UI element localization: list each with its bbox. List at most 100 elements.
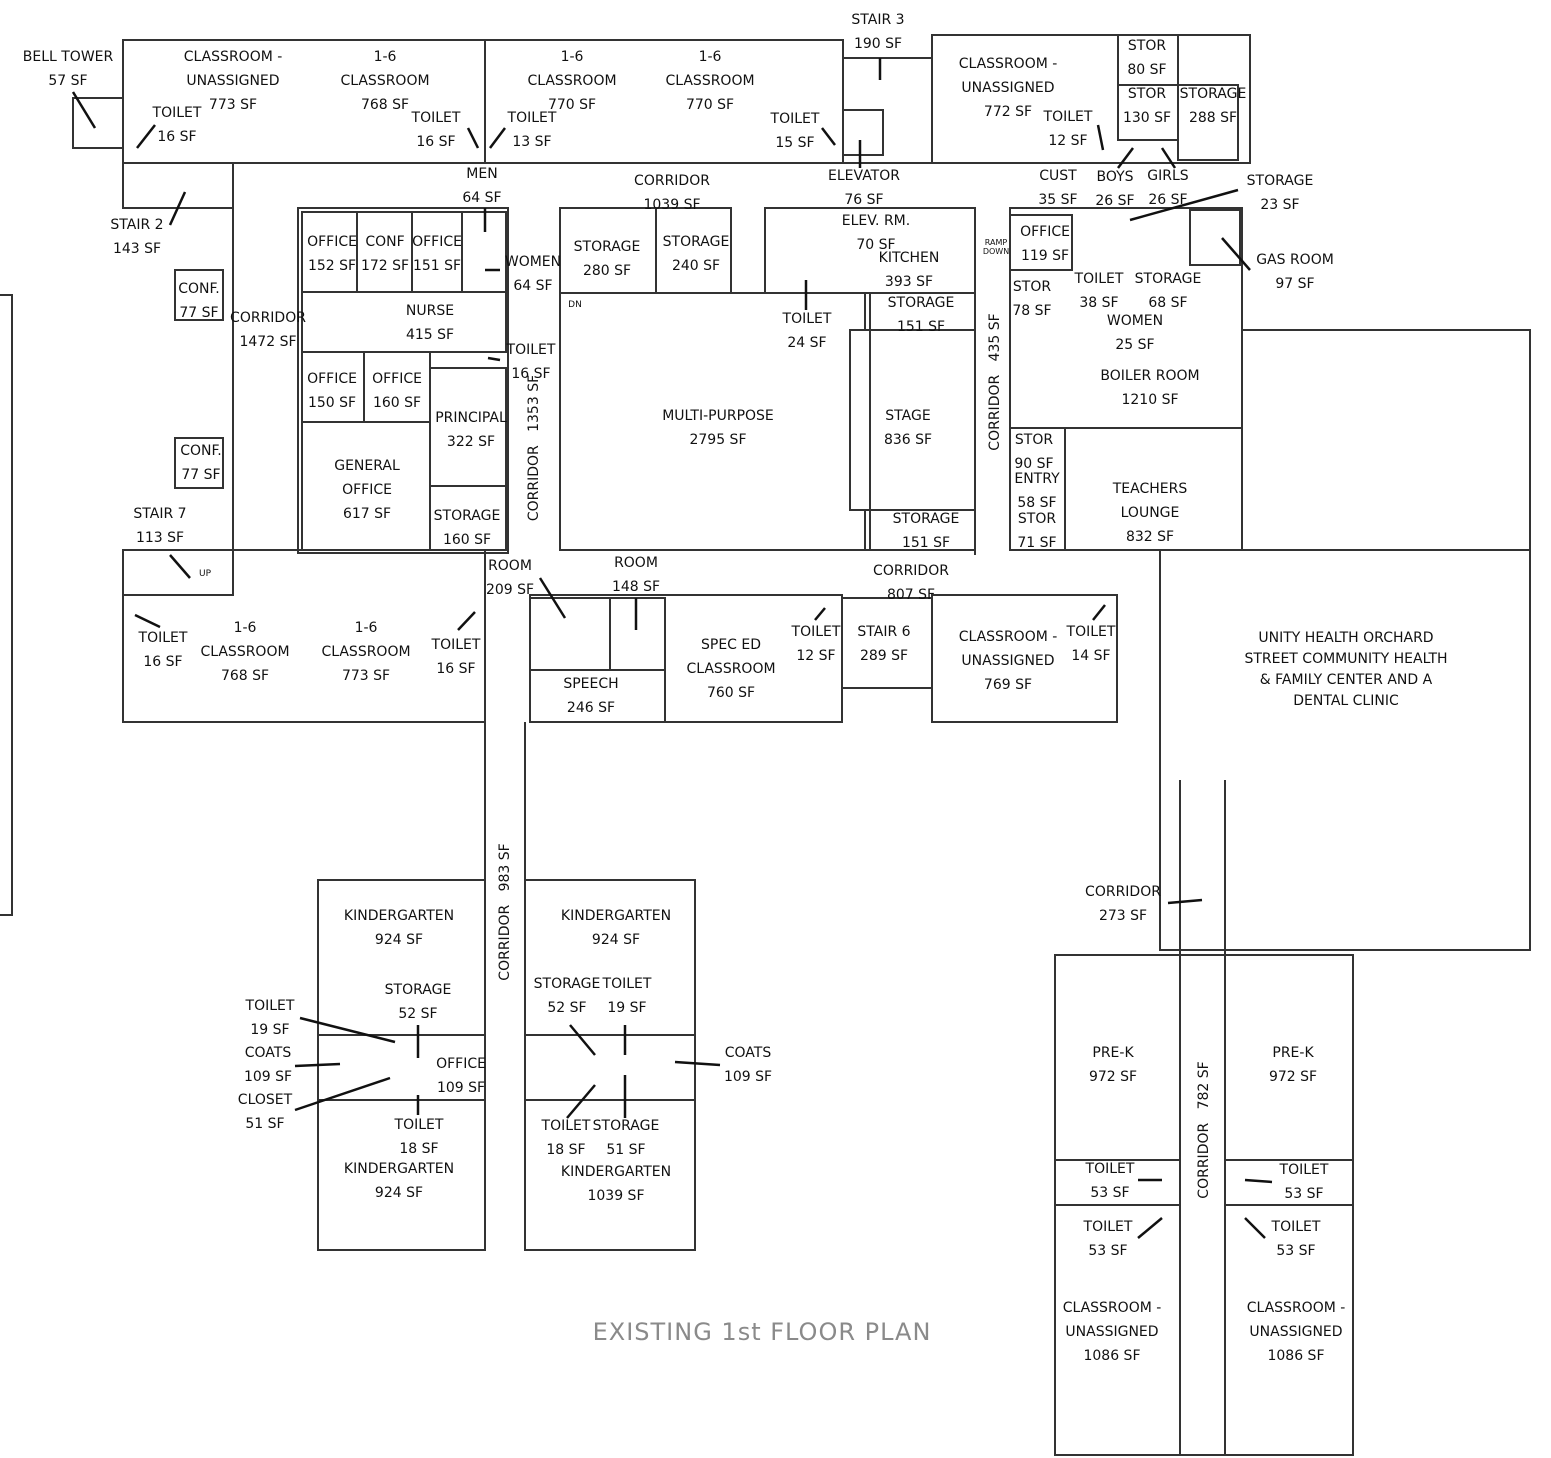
label-office-109: OFFICE 109 SF: [436, 1056, 486, 1096]
leader-toilet-53-d: [1245, 1218, 1265, 1238]
label-conf-172: CONF 172 SF: [360, 234, 410, 274]
room-209-wall: [530, 598, 610, 670]
label-toilet-18-a: TOILET 18 SF: [394, 1117, 444, 1157]
conf-77-a-wall: [175, 270, 223, 320]
label-office-152: OFFICE 152 SF: [307, 234, 357, 274]
label-corridor-807: CORRIDOR 807 SF: [873, 563, 949, 603]
label-entry-58: ENTRY 58 SF: [1014, 471, 1060, 511]
leader-coats-a: [295, 1064, 340, 1066]
elevator-wall: [843, 110, 883, 155]
label-corridor-435: CORRIDOR 435 SF: [987, 313, 1003, 451]
leader-toilet-53-b: [1245, 1180, 1272, 1182]
label-speech: SPEECH 246 SF: [563, 676, 619, 716]
label-corridor-1353: CORRIDOR 1353 SF: [526, 374, 542, 522]
room-148-wall: [610, 598, 665, 670]
leader-toilet-18-b: [567, 1085, 595, 1118]
leader-closet: [295, 1078, 390, 1110]
label-coats-109-a: COATS 109 SF: [243, 1045, 293, 1085]
label-unity-health: UNITY HEALTH ORCHARD STREET COMMUNITY HE…: [1244, 630, 1448, 709]
label-toilet-12-mid: TOILET 12 SF: [791, 624, 841, 664]
label-room-148: ROOM 148 SF: [611, 555, 661, 595]
left-frame-edge: [0, 295, 12, 915]
label-storage-288: STORAGE 288 SF: [1179, 86, 1247, 126]
label-storage-151-b: STORAGE 151 SF: [892, 511, 960, 551]
label-women-64: WOMEN 64 SF: [504, 254, 562, 294]
label-classroom-unassigned-1086-a: CLASSROOM - UNASSIGNED 1086 SF: [1062, 1300, 1162, 1364]
label-stor-90: STOR 90 SF: [1014, 432, 1054, 472]
leader-gas-room: [1222, 238, 1250, 270]
plan-title: EXISTING 1st FLOOR PLAN: [592, 1318, 932, 1346]
stair-down-mark: DN: [568, 300, 582, 310]
label-toilet-53-b: TOILET 53 SF: [1279, 1162, 1329, 1202]
label-classroom-768-bottom: 1-6 CLASSROOM 768 SF: [200, 620, 290, 684]
ramp-down-mark: RAMP DOWN: [982, 238, 1010, 256]
label-corridor-782: CORRIDOR 782 SF: [1196, 1061, 1212, 1199]
label-storage-151-a: STORAGE 151 SF: [887, 295, 955, 335]
label-storage-240: STORAGE 240 SF: [662, 234, 730, 274]
label-classroom-770-b: 1-6 CLASSROOM 770 SF: [665, 49, 755, 113]
stor-entry-column-wall: [1010, 428, 1065, 550]
south-west-classrooms-wall: [123, 550, 485, 722]
label-closet-51: CLOSET 51 SF: [237, 1092, 293, 1132]
bell-tower-wall: [73, 98, 123, 148]
label-toilet-24: TOILET 24 SF: [782, 311, 832, 351]
label-stor-71: STOR 71 SF: [1017, 511, 1057, 551]
leader-toilet-53-c: [1138, 1218, 1162, 1238]
leader-toilet-12-mid: [815, 608, 825, 620]
leader-toilet-16-right: [458, 612, 475, 630]
leader-toilet-12-top: [1098, 125, 1103, 150]
label-stair-7: STAIR 7 113 SF: [133, 506, 187, 546]
label-boiler-room: BOILER ROOM 1210 SF: [1100, 368, 1200, 408]
leader-coats-b: [675, 1062, 720, 1065]
label-storage-23: STORAGE 23 SF: [1246, 173, 1314, 213]
label-teachers-lounge: TEACHERS LOUNGE 832 SF: [1112, 481, 1188, 545]
label-storage-51: STORAGE 51 SF: [592, 1118, 660, 1158]
label-conf-77-a: CONF. 77 SF: [178, 281, 220, 321]
label-room-209: ROOM 209 SF: [485, 558, 535, 598]
label-classroom-770-a: 1-6 CLASSROOM 770 SF: [527, 49, 617, 113]
label-office-160: OFFICE 160 SF: [372, 371, 422, 411]
leader-toilet-b: [468, 128, 478, 148]
stair-up-mark: UP: [198, 569, 212, 579]
health-center-main-wall: [1160, 550, 1530, 950]
label-stor-130: STOR 130 SF: [1122, 86, 1172, 126]
label-gas-room: GAS ROOM 97 SF: [1256, 252, 1334, 292]
stair-7-wall: [123, 550, 233, 595]
label-office-150: OFFICE 150 SF: [307, 371, 357, 411]
label-stair-3: STAIR 3 190 SF: [851, 12, 905, 52]
label-toilet-18-b: TOILET 18 SF: [541, 1118, 591, 1158]
label-elev-rm: ELEV. RM. 70 SF: [841, 213, 911, 253]
conf-77-b-wall: [175, 438, 223, 488]
label-toilet-53-a: TOILET 53 SF: [1085, 1161, 1135, 1201]
label-bell-tower: BELL TOWER 57 SF: [22, 49, 114, 89]
label-women-25: WOMEN 25 SF: [1106, 313, 1164, 353]
label-kitchen: KITCHEN 393 SF: [878, 250, 940, 290]
storage-288-wall: [1178, 85, 1238, 160]
leader-toilet-16-nurse: [488, 358, 500, 360]
label-storage-52-a: STORAGE 52 SF: [384, 982, 452, 1022]
label-stair-2: STAIR 2 143 SF: [110, 217, 164, 257]
label-toilet-12-top: TOILET 12 SF: [1043, 109, 1093, 149]
label-boys: BOYS 26 SF: [1095, 169, 1135, 209]
label-speced: SPEC ED CLASSROOM 760 SF: [686, 637, 776, 701]
label-girls: GIRLS 26 SF: [1147, 168, 1189, 208]
label-corridor-983: CORRIDOR 983 SF: [497, 843, 513, 981]
label-toilet-15: TOILET 15 SF: [770, 111, 820, 151]
office-119-wall: [1010, 215, 1072, 270]
label-classroom-768-top: 1-6 CLASSROOM 768 SF: [340, 49, 430, 113]
leader-girls: [1162, 148, 1175, 168]
leader-toilet-15: [822, 128, 835, 145]
admin-block-wall: [298, 208, 508, 553]
label-toilet-a: TOILET 16 SF: [152, 105, 202, 145]
label-general-office: GENERAL OFFICE 617 SF: [334, 458, 400, 522]
label-multi-purpose: MULTI-PURPOSE 2795 SF: [662, 408, 774, 448]
label-coats-109-b: COATS 109 SF: [723, 1045, 773, 1085]
label-stair-6: STAIR 6 289 SF: [857, 624, 911, 664]
label-classroom-unassigned-773: CLASSROOM - UNASSIGNED 773 SF: [183, 49, 283, 113]
label-kindergarten-1039: KINDERGARTEN 1039 SF: [560, 1164, 672, 1204]
label-classroom-unassigned-1086-b: CLASSROOM - UNASSIGNED 1086 SF: [1246, 1300, 1346, 1364]
label-kindergarten-924-b: KINDERGARTEN 924 SF: [560, 908, 672, 948]
leader-toilet-19-a: [300, 1018, 395, 1042]
kindergarten-east-wing-wall: [525, 880, 695, 1250]
